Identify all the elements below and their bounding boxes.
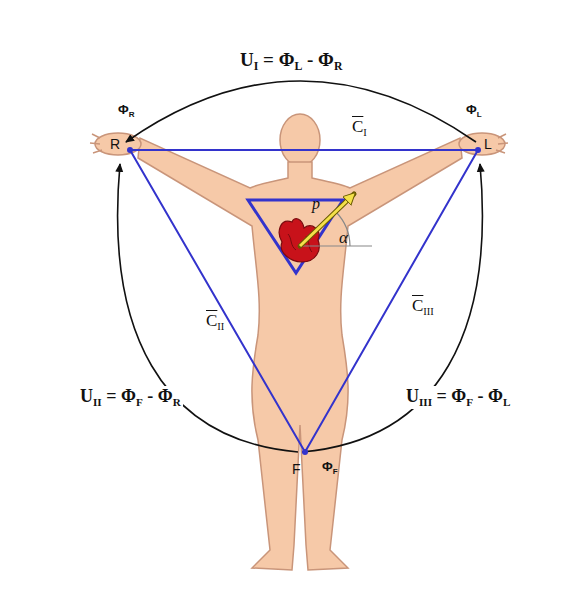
label-text: = Φ xyxy=(102,386,136,406)
subscript: L xyxy=(294,60,302,73)
label-text: - Φ xyxy=(473,386,503,406)
lead-axis-label: CIII xyxy=(412,297,434,317)
subscript: I xyxy=(363,127,367,138)
label-text: C xyxy=(206,311,217,330)
electrode-letter: L xyxy=(484,137,492,151)
label-text: Φ xyxy=(322,459,333,474)
electrode-letter: R xyxy=(110,137,120,151)
potential-label: ΦR xyxy=(118,103,134,119)
dipole-label: p xyxy=(312,196,320,212)
potential-label: ΦL xyxy=(466,103,482,119)
subscript: III xyxy=(423,306,434,317)
subscript: III xyxy=(419,396,432,408)
lead-axis-label: CI xyxy=(352,118,367,138)
label-text: p xyxy=(312,195,320,212)
label-text: U xyxy=(406,386,419,406)
subscript: R xyxy=(173,396,181,408)
subscript: II xyxy=(93,396,102,408)
label-text: C xyxy=(412,296,423,315)
label-text: Φ xyxy=(466,102,477,117)
subscript: L xyxy=(477,110,482,119)
subscript: F xyxy=(466,396,473,408)
label-text: Φ xyxy=(118,102,129,117)
subscript: F xyxy=(333,467,338,476)
label-text: U xyxy=(240,49,254,70)
subscript: L xyxy=(503,396,510,408)
dipole-vector xyxy=(300,194,372,246)
label-text: - Φ xyxy=(143,386,173,406)
label-text: F xyxy=(292,461,301,477)
subscript: II xyxy=(217,321,224,332)
lead-voltage-equation: UII = ΦF - ΦR xyxy=(78,386,183,409)
human-body xyxy=(90,114,508,570)
label-text: C xyxy=(352,117,363,136)
voltage-arcs xyxy=(118,81,483,452)
label-text: α xyxy=(339,228,348,247)
subscript: I xyxy=(254,60,259,73)
label-text: L xyxy=(484,136,492,152)
lead-axis-label: CII xyxy=(206,312,224,332)
subscript: R xyxy=(129,110,135,119)
label-text: = Φ xyxy=(432,386,466,406)
label-text: - Φ xyxy=(302,49,334,70)
lead-voltage-equation: UI = ΦL - ΦR xyxy=(240,50,342,73)
angle-label: α xyxy=(339,229,348,246)
label-text: = Φ xyxy=(258,49,294,70)
label-text: U xyxy=(80,386,93,406)
label-text: R xyxy=(110,136,120,152)
subscript: R xyxy=(334,60,343,73)
lead-voltage-equation: UIII = ΦF - ΦL xyxy=(404,386,512,409)
heart xyxy=(279,219,319,262)
electrode-letter: F xyxy=(292,462,301,476)
potential-label: ΦF xyxy=(322,460,338,476)
subscript: F xyxy=(136,396,143,408)
